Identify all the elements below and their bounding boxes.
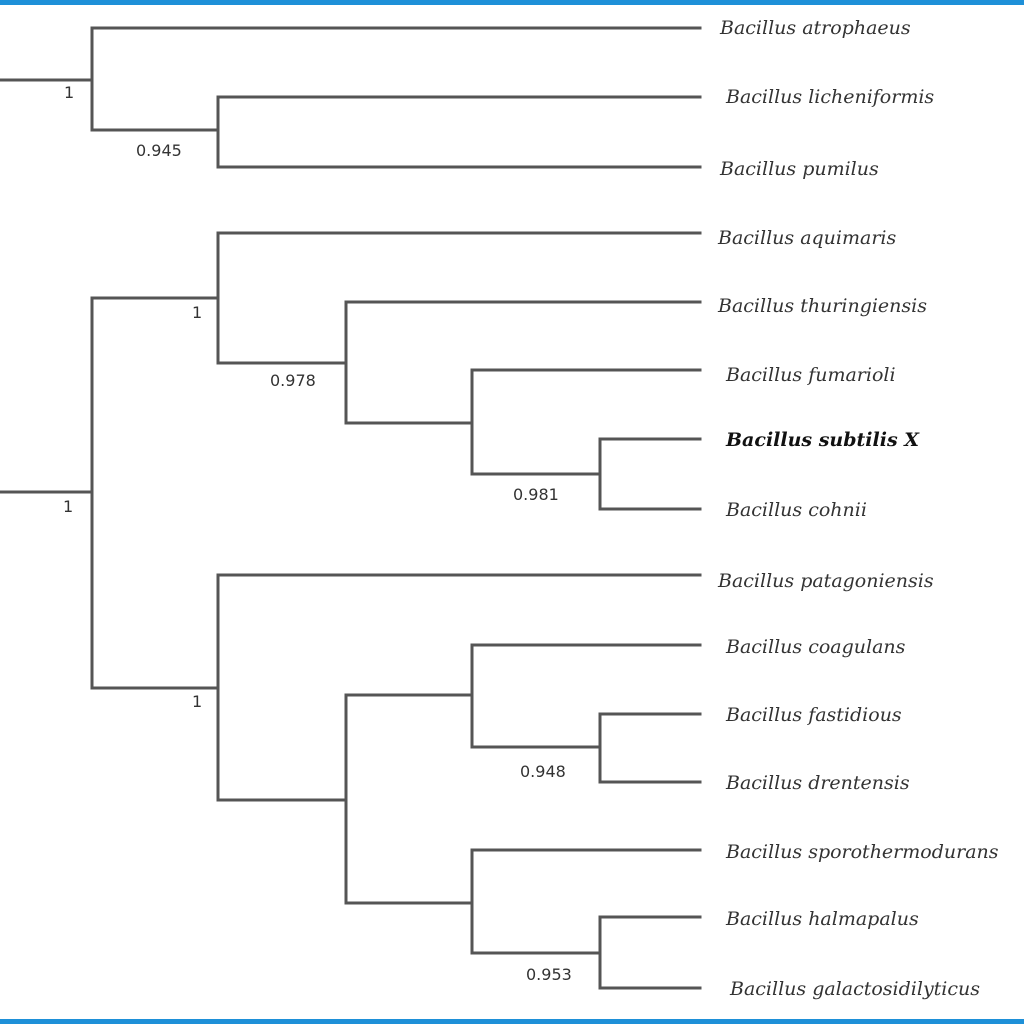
taxon-label-fumarioli: Bacillus fumarioli [725,364,896,386]
branch-top-clade [90,26,702,132]
taxon-label-coagulans: Bacillus coagulans [725,636,906,658]
support-value-lower-root: 1 [63,497,73,516]
branch-lower-sub [344,693,474,905]
branch-lower-root [90,296,220,690]
taxon-label-sporothermodurans: Bacillus sporothermodurans [725,841,999,863]
taxon-label-licheniformis: Bacillus licheniformis [725,86,934,108]
taxon-label-atrophaeus: Bacillus atrophaeus [719,17,911,39]
frame-bottom-border [0,1019,1024,1024]
branch-coagulans [470,643,702,749]
branch-thuringiensis [344,300,702,425]
support-value-halm-gal: 0.953 [526,965,572,984]
support-value-top: 1 [64,83,74,102]
taxon-labels: Bacillus atrophaeus Bacillus licheniform… [717,17,999,1000]
taxon-label-aquimaris: Bacillus aquimaris [717,227,896,249]
tree-branches [0,26,702,990]
branch-fumarioli [470,368,702,476]
branch-lower-clade [216,573,702,802]
branch-halm-gal [598,915,702,990]
frame-top-border [0,0,1024,5]
support-value-thuringiensis: 0.978 [270,371,316,390]
taxon-label-galactosidilyticus: Bacillus galactosidilyticus [729,978,980,1000]
branch-subtilis-cohnii [598,437,702,511]
taxon-label-halmapalus: Bacillus halmapalus [725,908,919,930]
branch-mid-clade [216,231,702,365]
taxon-label-pumilus: Bacillus pumilus [719,158,879,180]
taxon-label-thuringiensis: Bacillus thuringiensis [717,295,927,317]
support-value-lower-clade: 1 [192,692,202,711]
support-value-lich-pumilus: 0.945 [136,141,182,160]
support-value-fast-dren: 0.948 [520,762,566,781]
branch-fast-dren [598,712,702,784]
taxon-label-drentensis: Bacillus drentensis [725,772,910,794]
branch-lich-pumilus [216,95,702,169]
support-value-subtilis-cohnii: 0.981 [513,485,559,504]
support-values: 1 0.945 1 0.978 0.981 1 1 0.948 0.953 [63,83,572,984]
taxon-label-cohnii: Bacillus cohnii [725,499,867,521]
taxon-label-subtilis-x: Bacillus subtilis X [725,429,920,451]
branch-sporo [470,848,702,955]
taxon-label-fastidious: Bacillus fastidious [725,704,902,726]
support-value-mid-clade: 1 [192,303,202,322]
taxon-label-patagoniensis: Bacillus patagoniensis [717,570,934,592]
